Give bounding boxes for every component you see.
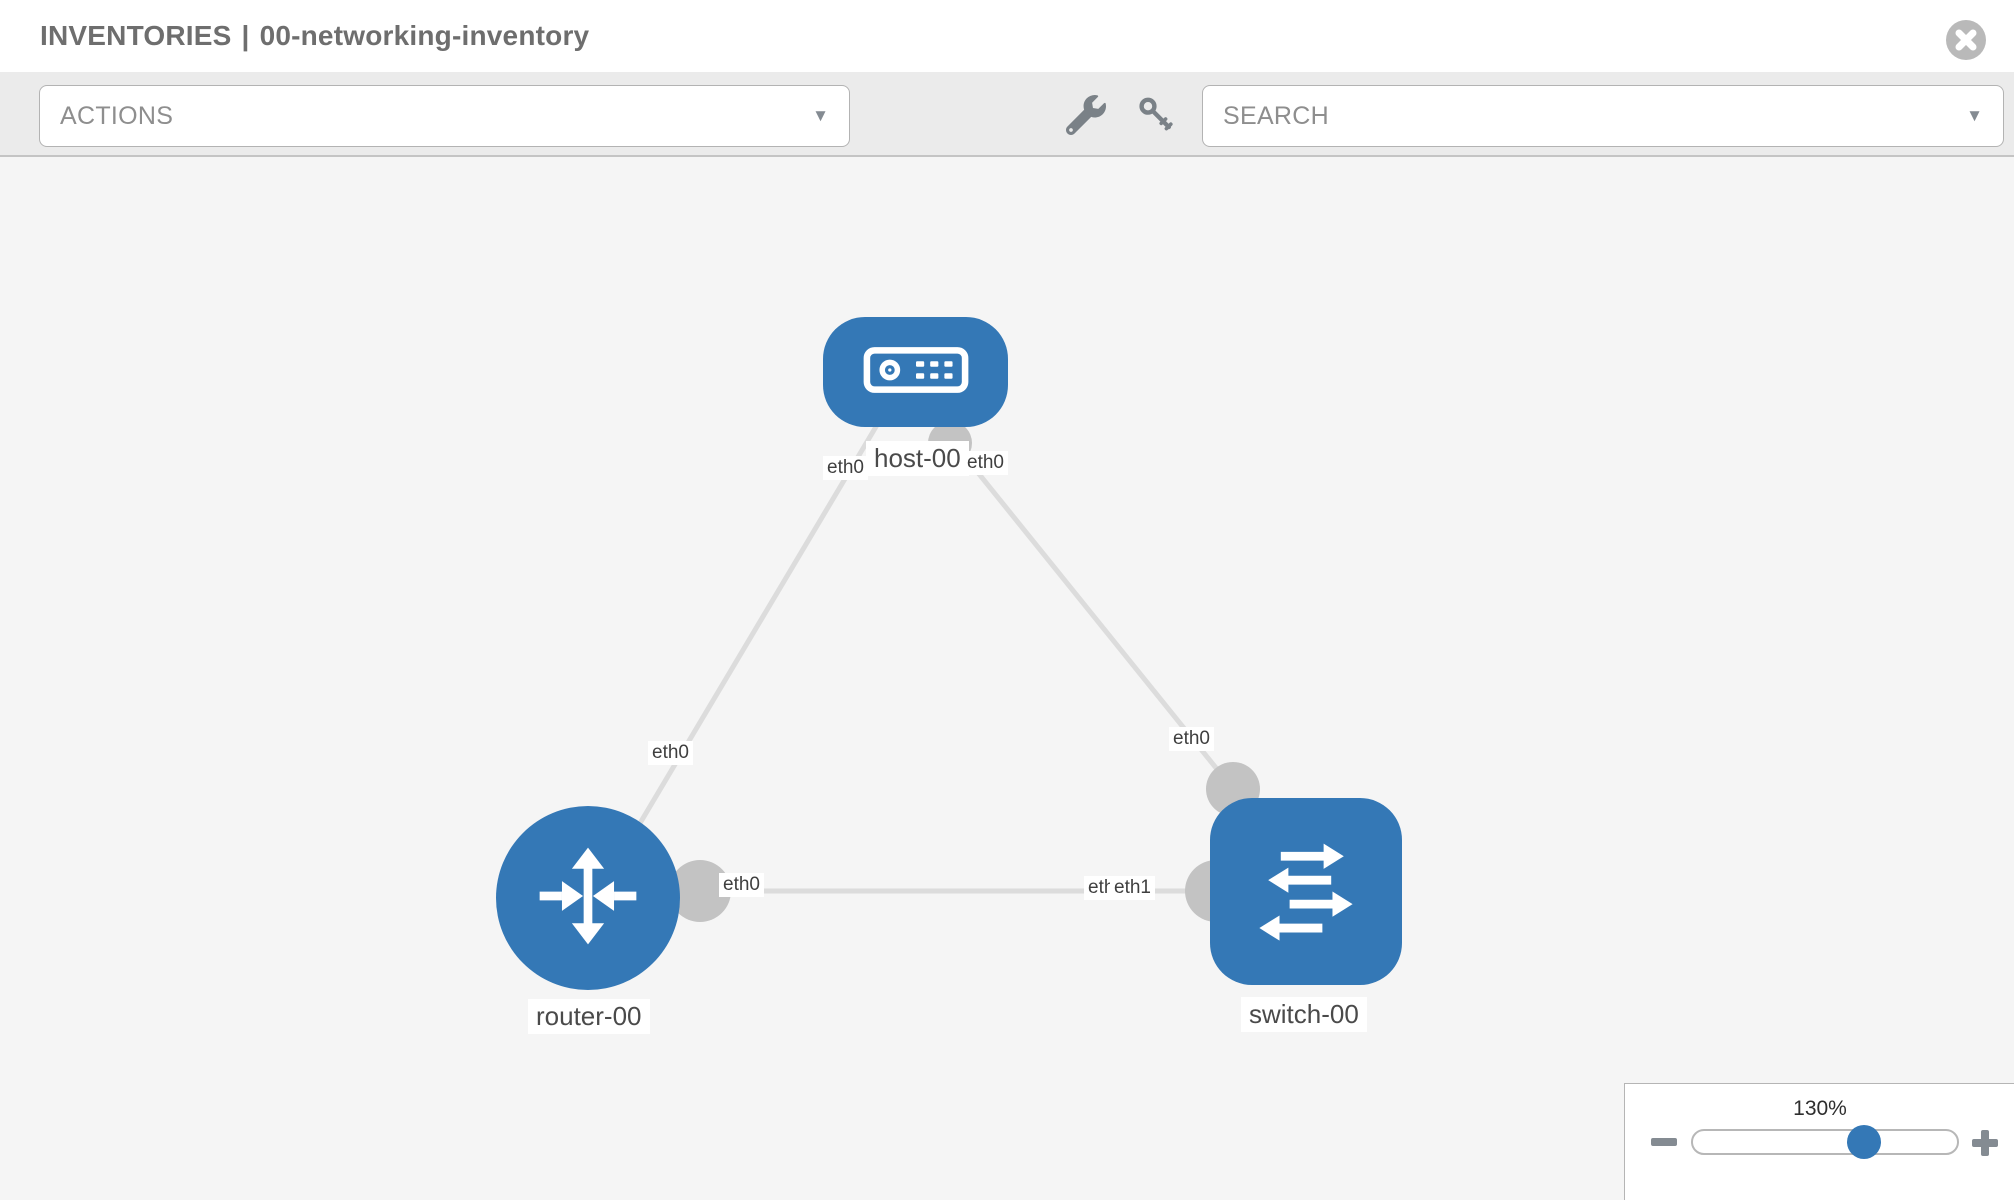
- node-label-switch: switch-00: [1241, 997, 1367, 1032]
- configure-button[interactable]: [1058, 88, 1114, 144]
- close-button[interactable]: [1946, 20, 1986, 60]
- node-host-00[interactable]: [823, 317, 1008, 427]
- port-router-eth0: [669, 860, 731, 922]
- zoom-in-button[interactable]: [1971, 1129, 1999, 1157]
- actions-dropdown[interactable]: ACTIONS ▼: [39, 85, 850, 147]
- interface-label: eth1: [1110, 876, 1155, 900]
- node-router-00[interactable]: [496, 806, 680, 990]
- switch-icon: [1243, 826, 1369, 957]
- wrench-icon: [1065, 94, 1106, 138]
- interface-label: eth0: [1169, 727, 1214, 751]
- interface-label: eth0: [963, 451, 1008, 475]
- zoom-out-button[interactable]: [1650, 1129, 1678, 1155]
- page-title: INVENTORIES | 00-networking-inventory: [0, 20, 589, 52]
- node-label-host: host-00: [866, 441, 969, 476]
- breadcrumb-item: 00-networking-inventory: [259, 20, 590, 51]
- toolbar: ACTIONS ▼ SEARCH ▼: [0, 72, 2014, 157]
- close-icon: [1946, 20, 1986, 63]
- interface-label: eth0: [823, 456, 868, 480]
- topology-canvas[interactable]: host-00 router-00 switch-00 eth0 eth0 et…: [0, 157, 2014, 1200]
- credentials-button[interactable]: [1128, 88, 1184, 144]
- search-dropdown[interactable]: SEARCH ▼: [1202, 85, 2004, 147]
- links-layer: [602, 421, 1260, 922]
- search-dropdown-label: SEARCH: [1223, 101, 1329, 130]
- breadcrumb-section: INVENTORIES: [40, 20, 232, 51]
- interface-label: eth0: [648, 741, 693, 765]
- minus-icon: [1651, 1138, 1677, 1146]
- zoom-level-value: 130%: [1793, 1097, 1847, 1120]
- zoom-slider-thumb[interactable]: [1847, 1125, 1881, 1159]
- plus-icon: [1981, 1130, 1989, 1156]
- actions-dropdown-label: ACTIONS: [60, 101, 174, 130]
- header: INVENTORIES | 00-networking-inventory: [0, 0, 2014, 72]
- chevron-down-icon: ▼: [812, 106, 829, 125]
- interface-label: eth0: [719, 873, 764, 897]
- key-icon: [1136, 95, 1176, 138]
- breadcrumb-separator: |: [241, 20, 250, 51]
- zoom-control-panel: 130%: [1624, 1083, 2014, 1200]
- node-label-router: router-00: [528, 999, 650, 1034]
- router-icon: [526, 834, 650, 963]
- node-switch-00[interactable]: [1210, 798, 1402, 985]
- zoom-slider[interactable]: [1691, 1129, 1959, 1155]
- chevron-down-icon: ▼: [1966, 106, 1983, 125]
- link-host-router: [602, 423, 880, 884]
- host-device-icon: [861, 346, 971, 399]
